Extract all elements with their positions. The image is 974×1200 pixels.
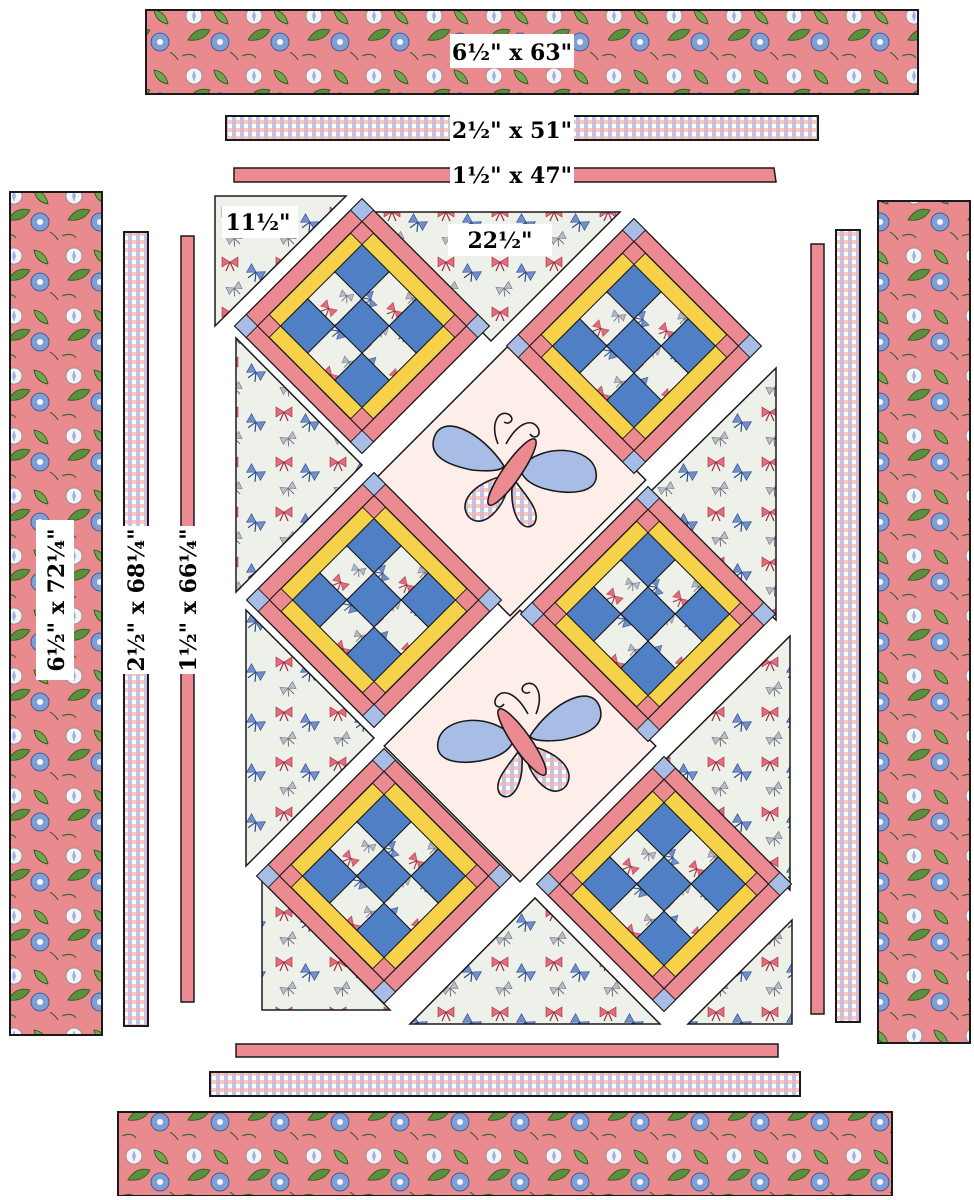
right-middle-border: [836, 230, 860, 1022]
bottom-middle-border: [210, 1072, 800, 1096]
right-outer-border: [878, 201, 970, 1043]
top-middle-label: 2½" x 51": [452, 118, 572, 144]
top-inner-label: 1½" x 47": [452, 163, 572, 189]
bottom-outer-border: [118, 1112, 892, 1196]
corner-triangle-label: 11½": [225, 210, 290, 236]
top-outer-label: 6½" x 63": [452, 40, 572, 66]
side-triangle-label: 22½": [467, 228, 532, 254]
left-inner-label: 1½" x 66¼": [176, 528, 202, 671]
bottom-inner-border: [236, 1044, 778, 1057]
left-middle-label: 2½" x 68¼": [124, 528, 150, 671]
left-outer-label: 6½" x 72¼": [44, 528, 70, 671]
right-inner-border: [811, 244, 824, 1014]
